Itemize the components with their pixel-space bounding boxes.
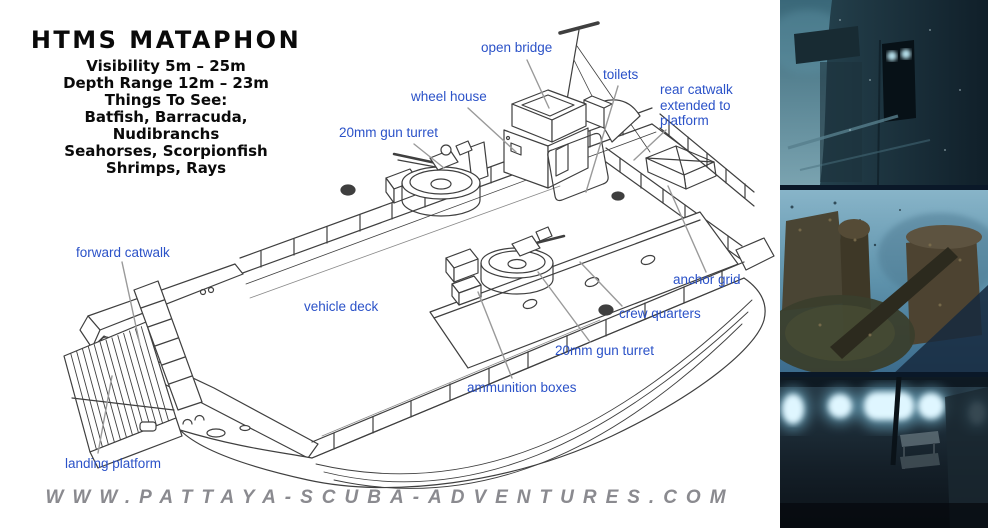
label-rear-catwalk-line: platform [660, 113, 709, 128]
photo-wreck-deck-gun-tub [780, 185, 988, 377]
forward-catwalk-strip [133, 280, 203, 411]
near-railing [311, 261, 745, 459]
gun-turret-aft [445, 226, 614, 316]
page-title: HTMS MATAPHON [30, 26, 302, 54]
landing-platform-ramp [63, 321, 183, 469]
info-line: Visibility 5m – 25m [86, 57, 246, 75]
photo-column [780, 0, 988, 528]
label-ammunition-boxes: ammunition boxes [467, 380, 577, 395]
label-crew-quarters: crew quarters [619, 306, 701, 321]
anchor-grid-box [645, 123, 717, 190]
info-line: Seahorses, Scorpionfish [64, 142, 268, 160]
info-line: Nudibranchs [112, 125, 220, 143]
rear-catwalk [605, 113, 775, 271]
dive-info: Visibility 5m – 25m Depth Range 12m – 23… [18, 58, 314, 177]
toilets-panel [547, 132, 625, 202]
label-landing-platform: landing platform [65, 456, 162, 471]
gun-turret-fore [340, 140, 489, 217]
info-line: Things To See: [104, 91, 228, 109]
label-gun-turret-aft: 20mm gun turret [555, 343, 655, 358]
deck-details [139, 414, 251, 438]
label-open-bridge: open bridge [481, 40, 553, 55]
label-toilets: toilets [603, 67, 639, 82]
label-vehicle-deck: vehicle deck [304, 299, 379, 314]
label-rear-catwalk-line: rear catwalk [660, 82, 733, 97]
info-line: Shrimps, Rays [105, 159, 227, 177]
label-gun-turret-fore: 20mm gun turret [339, 125, 439, 140]
label-anchor-grid: anchor grid [673, 272, 741, 287]
label-wheel-house: wheel house [411, 89, 487, 104]
label-forward-catwalk: forward catwalk [76, 245, 170, 260]
wheelhouse [503, 89, 641, 189]
leader-lines [97, 59, 707, 454]
website-url: WWW.PATTAYA-SCUBA-ADVENTURES.COM [45, 487, 735, 508]
info-line: Depth Range 12m – 23m [63, 74, 269, 92]
mast [558, 21, 651, 153]
label-rear-catwalk-line: extended to [660, 97, 731, 113]
ship-diagram [63, 21, 775, 489]
label-rear-catwalk: rear catwalk extended to platform [660, 82, 733, 129]
photo-wreck-interior-portholes [780, 377, 988, 528]
photo-wreck-superstructure-doorway [780, 0, 988, 185]
info-line: Batfish, Barracuda, [84, 108, 248, 126]
